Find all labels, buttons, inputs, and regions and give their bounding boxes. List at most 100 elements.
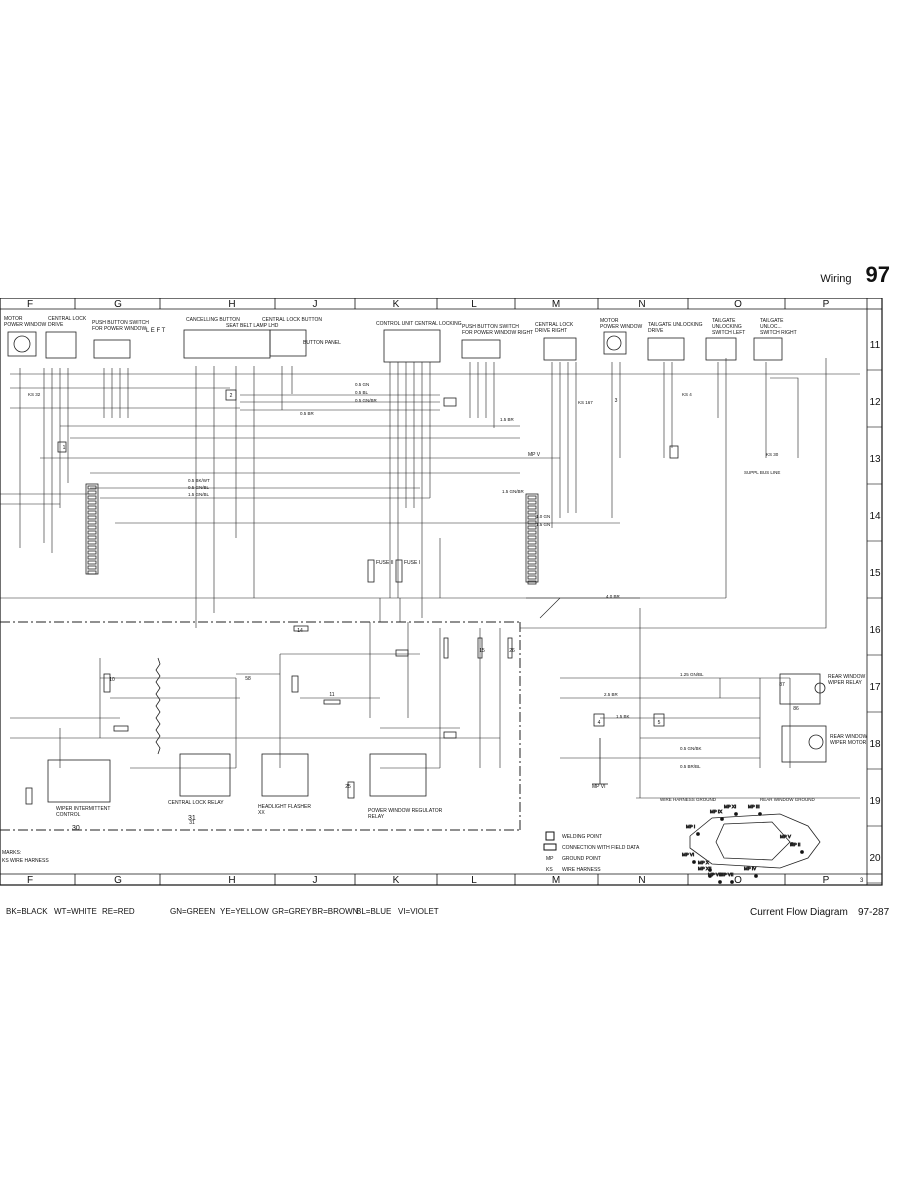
connector-pin [527, 560, 537, 565]
grid-column-label-top: N [638, 299, 645, 310]
resistor [113, 725, 129, 732]
callout-marker: 15 [479, 648, 485, 654]
connector-pin [87, 510, 97, 515]
ground-point-dot [734, 812, 738, 816]
connector-pin [87, 565, 97, 570]
ground-point-label: MP VI [682, 852, 694, 857]
connector-pin [87, 530, 97, 535]
connector-pin [527, 575, 537, 580]
doc-number: 97-287 [858, 907, 890, 918]
headlight-flasher-label: HEADLIGHT FLASHER [258, 804, 311, 810]
connector-pin [527, 505, 537, 510]
wire-label: SUPPL BUS LINE [744, 470, 780, 475]
wire-label: 0.5 BR/BL [680, 764, 701, 769]
push-switch-right-box [461, 339, 501, 359]
grid-row-label: 20 [869, 853, 881, 864]
rear-window-wiper-motor-label: WIPER MOTOR [830, 740, 867, 746]
fuse-symbol [507, 637, 513, 659]
connector-pin [527, 515, 537, 520]
page-number: 97 [865, 262, 890, 287]
ground-point-dot [718, 880, 722, 884]
ground-point-label: MP V [528, 452, 541, 458]
connector-pin [87, 520, 97, 525]
grid-column-label-bottom: L [471, 875, 477, 886]
seat-belt-lamp-label: SEAT BELT LAMP LHD [226, 323, 279, 329]
color-code: GR=GREY [272, 907, 312, 916]
grid-column-label-top: J [313, 299, 318, 310]
push-switch-left-box [93, 339, 131, 359]
ground-point-label: MP I [686, 824, 695, 829]
callout-marker: 25 [345, 784, 351, 790]
connector-pin [527, 495, 537, 500]
color-code: WT=WHITE [54, 907, 97, 916]
connector-pin [527, 580, 537, 585]
tailgate-switch-left-label: SWITCH LEFT [712, 330, 745, 336]
car-cabin [715, 821, 791, 861]
rear-window-wiper-relay-label: WIPER RELAY [828, 680, 862, 686]
grid-column-label-top: H [228, 299, 235, 310]
connector-pin [87, 505, 97, 510]
power-window-regulator-label: RELAY [368, 814, 385, 820]
connector-pin [527, 555, 537, 560]
grid-column-label-bottom: P [823, 875, 830, 886]
callout-marker: 5 [658, 720, 661, 726]
wire-label: 1.0 GN [536, 514, 550, 519]
central-lock-drive-left-label: DRIVE [48, 322, 64, 328]
connector-pin [87, 550, 97, 555]
legend-item-text: WELDING POINT [562, 834, 602, 840]
grid-row-label: 18 [869, 739, 881, 750]
ground-point-label: MP IX [710, 809, 722, 814]
callout-marker: 58 [245, 676, 251, 682]
wire-label: 0.5 BK/WT [188, 478, 210, 483]
wire-label: 1.25 GN/BL [680, 672, 704, 677]
callout-marker: 3 [615, 398, 618, 404]
legend-item-text: GROUND POINT [562, 856, 601, 862]
resistor [323, 699, 341, 705]
wire-label: 2.5 BR [604, 692, 619, 697]
wiper-control-number: 30 [72, 825, 80, 832]
callout-marker: 1 [63, 445, 66, 451]
welding-point [225, 389, 237, 401]
legend-note: MARKS: [2, 850, 21, 856]
resistor [293, 625, 309, 632]
ground-point-label: MP II [790, 842, 800, 847]
wire-label: KS 30 [766, 452, 779, 457]
connector-pin [87, 535, 97, 540]
grid-row-label: 13 [869, 454, 881, 465]
central-lock-drive-right-label: CENTRAL LOCK [535, 322, 574, 328]
color-code: BL=BLUE [356, 907, 392, 916]
ground-point-dot [692, 860, 696, 864]
connector-pin [87, 540, 97, 545]
wire-label: 0.5 GN/BL [188, 485, 210, 490]
legend-symbol-text: MP [546, 856, 554, 862]
callout-marker: 10 [109, 677, 115, 683]
connector-pin [527, 525, 537, 530]
connector-pin [87, 525, 97, 530]
wire-label: 0.5 GN [355, 382, 369, 387]
wire-label: KS 167 [578, 400, 593, 405]
headlight-flasher-label: XX [258, 810, 265, 816]
grid-column-label-bottom: M [552, 875, 560, 886]
wire-label: REAR WINDOW GROUND [760, 797, 815, 802]
connector-pin [87, 570, 97, 575]
motor-power-window-right-label: POWER WINDOW [600, 324, 642, 330]
ground-point-label: MP X [698, 860, 709, 865]
wire-label: 0.5 GN/BK [680, 746, 702, 751]
connector-pin [527, 570, 537, 575]
connector-pin [527, 535, 537, 540]
color-code: YE=YELLOW [220, 907, 269, 916]
connector-pin [87, 500, 97, 505]
corner-number: 3 [860, 878, 864, 884]
connector-symbol [443, 731, 457, 739]
callout-marker: 14 [297, 628, 303, 634]
connector-symbol [669, 445, 679, 459]
ground-point-label: MP VII [720, 872, 733, 877]
push-button-side-label: L E F T [146, 328, 166, 334]
central-lock-relay-box [179, 753, 231, 797]
grid-row-label: 14 [869, 511, 881, 522]
tailgate-switch-left-box [705, 337, 737, 361]
tailgate-switch-right-label: SWITCH RIGHT [760, 330, 797, 336]
color-code: RE=RED [102, 907, 135, 916]
connector-pin [87, 495, 97, 500]
wiper-control-label: CONTROL [56, 812, 81, 818]
